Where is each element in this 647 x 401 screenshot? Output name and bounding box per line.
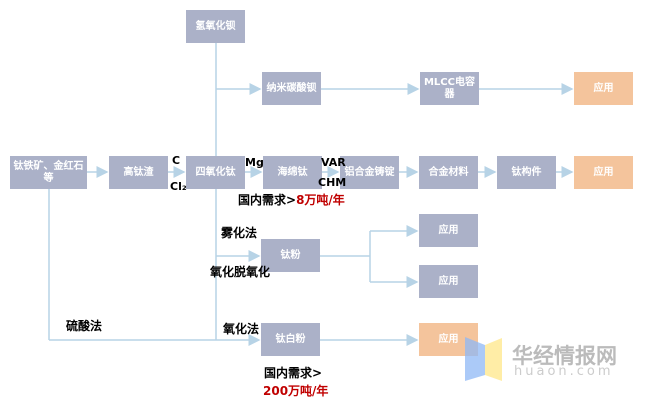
label-magnesium: Mg	[245, 156, 264, 169]
label-var: VAR	[321, 156, 346, 169]
demand-tio2-prefix: 国内需求>	[264, 366, 323, 380]
node-application-mlcc: 应用	[574, 72, 633, 105]
watermark-name: 华经情报网	[512, 344, 617, 368]
node-titanium-parts: 钛构件	[497, 156, 556, 189]
node-alloy-material: 合金材料	[419, 156, 478, 189]
node-sponge-titanium: 海绵钛	[263, 156, 322, 189]
label-atomization: 雾化法	[221, 226, 258, 240]
node-application-powder-2: 应用	[419, 265, 478, 298]
label-chloride-process: 氧化法	[223, 322, 260, 336]
node-ore: 钛铁矿、金红石等	[10, 156, 87, 189]
label-carbon: C	[172, 154, 181, 167]
node-mlcc: MLCC电容器	[420, 72, 479, 105]
node-ticl4: 四氧化钛	[186, 156, 245, 189]
label-sulfate-process: 硫酸法	[66, 319, 103, 333]
demand-sponge: 国内需求>8万吨/年	[238, 191, 345, 208]
node-titanium-slag: 高钛渣	[109, 156, 168, 189]
demand-sponge-value: 8万吨/年	[296, 193, 345, 207]
node-application-tio2: 应用	[419, 323, 478, 356]
node-alloy-ingot: 铝合金铸锭	[340, 156, 399, 189]
label-hdh: 氧化脱氧化	[210, 265, 271, 279]
demand-tio2-value: 200万吨/年	[263, 384, 329, 398]
node-nano-barium-carbonate: 纳米碳酸钡	[262, 72, 321, 105]
node-barium-hydroxide: 氢氧化钡	[186, 10, 245, 43]
node-application-powder-1: 应用	[419, 214, 478, 247]
demand-sponge-prefix: 国内需求>	[238, 193, 297, 207]
node-titanium-dioxide: 钛白粉	[261, 323, 320, 356]
label-chm: CHM	[318, 176, 347, 189]
node-application-parts: 应用	[574, 156, 633, 189]
watermark-url: huaon.com	[514, 364, 614, 379]
node-titanium-powder: 钛粉	[261, 239, 320, 272]
label-chlorine: Cl₂	[170, 180, 187, 193]
